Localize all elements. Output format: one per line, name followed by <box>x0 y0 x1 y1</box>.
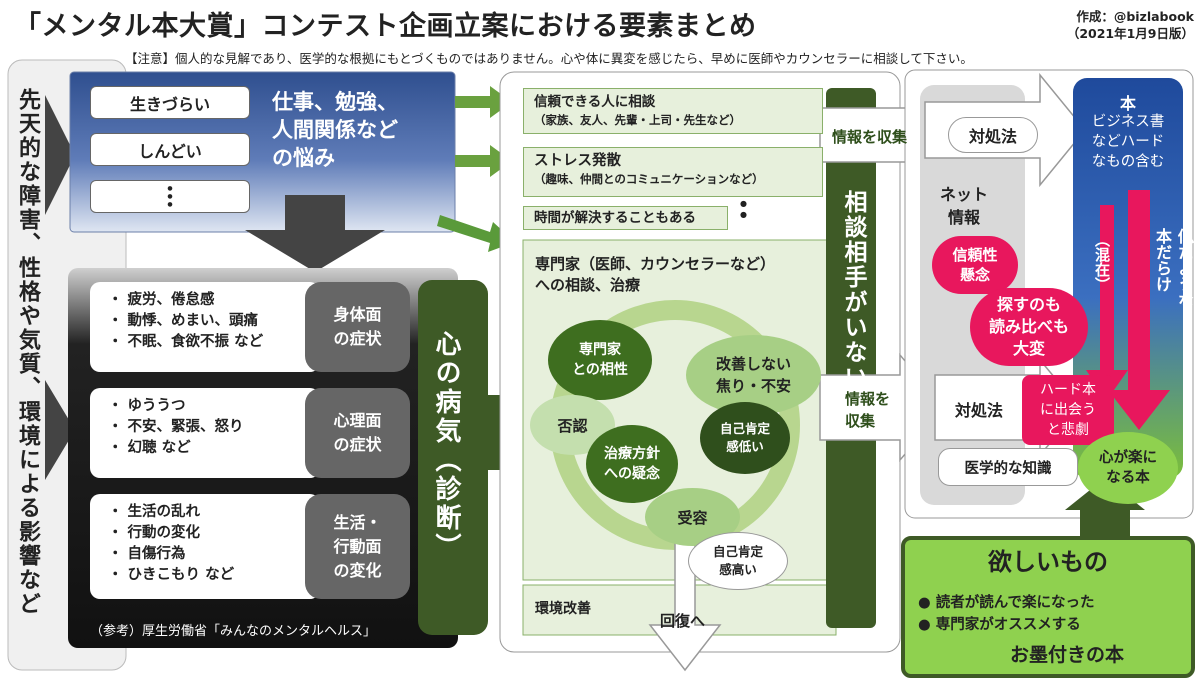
environment-label: 環境改善 <box>535 601 591 617</box>
want-title: 欲しいもの <box>988 548 1108 576</box>
arrow-want <box>1065 478 1145 540</box>
arrow-pink-right <box>1108 190 1170 430</box>
psych-symptoms-label: 心理面 の症状 <box>305 388 410 478</box>
reliability-concern: 信頼性 懸念 <box>932 236 1018 294</box>
psych-symptoms-items: ・ ゆううつ ・ 不安、緊張、怒り ・ 幻聴 など <box>108 398 244 456</box>
hard-book-tragedy: ハード本 に出会う と悲劇 <box>1022 375 1114 445</box>
expert-label: 専門家（医師、カウンセラーなど） への相談、治療 <box>535 255 776 294</box>
physical-symptoms-label: 身体面 の症状 <box>305 282 410 372</box>
author: 作成：@bizlabook <box>1076 9 1194 24</box>
physical-symptoms-list: ・ 疲労、倦怠感 ・ 動悸、めまい、頭痛 ・ 不眠、食欲不振 など <box>90 282 320 372</box>
bullet-icon: ● <box>918 595 931 611</box>
troubles-caption: 仕事、勉強、 人間関係など の悩み <box>272 90 398 170</box>
time-box: 時間が解決することもある <box>523 206 728 230</box>
consult-title: 信頼できる人に相談 <box>534 94 656 110</box>
physical-symptoms-items: ・ 疲労、倦怠感 ・ 動悸、めまい、頭痛 ・ 不眠、食欲不振 など <box>108 292 264 350</box>
arrow-top-left <box>45 95 75 215</box>
psych-symptoms-list: ・ ゆううつ ・ 不安、緊張、怒り ・ 幻聴 など <box>90 388 320 478</box>
arrow-mid-left <box>45 380 75 480</box>
net-info-label: ネット 情報 <box>940 185 989 227</box>
collect-label-1: 情報を収集 <box>832 128 908 146</box>
page-title: 「メンタル本大賞」コンテスト企画立案における要素まとめ <box>14 11 757 42</box>
mixed-label: （混在） <box>1093 232 1111 292</box>
cycle-doubt: 治療方針 への疑念 <box>586 425 678 503</box>
coping-top: 対処法 <box>948 117 1038 153</box>
stress-title: ストレス発散 <box>534 153 621 169</box>
reference-text: （参考）厚生労働省「みんなのメンタルヘルス」 <box>90 624 377 639</box>
coping-label-2: 対処法 <box>955 401 1004 420</box>
search-hard: 探すのも 読み比べも 大変 <box>970 288 1088 366</box>
consult-sub: （家族、友人、先輩・上司・先生など） <box>534 113 741 127</box>
cycle-compat: 専門家 との相性 <box>548 320 652 400</box>
arrow-down-troubles <box>245 195 385 272</box>
trouble-dots: ● ● ● <box>90 180 250 213</box>
trouble-box-1: 生きづらい <box>90 86 250 119</box>
medical-knowledge: 医学的な知識 <box>938 448 1078 486</box>
arrow-to-expert <box>437 215 515 252</box>
middle-dots: ● ● <box>740 199 747 219</box>
factors-text: 先天的な障害、性格や気質、環境による影響など <box>15 88 40 616</box>
want-item-1-text: 読者が読んで楽になった <box>935 595 1095 611</box>
behavior-changes-items: ・ 生活の乱れ ・ 行動の変化 ・ 自傷行為 ・ ひきこもり など <box>108 504 235 583</box>
similar-books: 似たような 本だらけ <box>1153 228 1194 308</box>
collect-label-2: 情報を 収集 <box>845 390 891 430</box>
want-item-2: ● 専門家がオススメする <box>918 614 1095 636</box>
arrow-pink-left <box>1086 205 1128 400</box>
want-stamp: お墨付きの本 <box>1010 644 1125 666</box>
author-block: 作成：@bizlabook （2021年1月9日版） <box>1048 8 1194 42</box>
behavior-changes-list: ・ 生活の乱れ ・ 行動の変化 ・ 自傷行為 ・ ひきこもり など <box>90 494 320 599</box>
consult-box: 信頼できる人に相談 （家族、友人、先輩・上司・先生など） <box>523 88 823 134</box>
books-sub: ビジネス書 などハード なもの含む <box>1091 114 1165 170</box>
arrow-to-consult <box>455 86 512 118</box>
recovery-label: 回復へ <box>660 612 706 630</box>
trouble-box-2: しんどい <box>90 133 250 166</box>
no-one-label: 相談相手がいない <box>840 190 866 390</box>
want-item-2-text: 専門家がオススメする <box>935 617 1081 633</box>
cycle-low-esteem: 自己肯定 感低い <box>700 402 790 474</box>
easy-book: 心が楽に なる本 <box>1078 432 1178 504</box>
date: （2021年1月9日版） <box>1066 26 1194 41</box>
stress-sub: （趣味、仲間とのコミュニケーションなど） <box>534 172 764 186</box>
want-list: ● 読者が読んで楽になった ● 専門家がオススメする <box>918 592 1095 636</box>
bullet-icon: ● <box>918 617 931 633</box>
disclaimer-note: 【注意】個人的な見解であり、医学的な根拠にもとづくものではありません。心や体に異… <box>125 51 973 66</box>
cycle-no-improve: 改善しない 焦り・不安 <box>686 335 821 415</box>
illness-label: 心の病気（診断） <box>431 330 461 562</box>
stress-box: ストレス発散 （趣味、仲間とのコミュニケーションなど） <box>523 147 823 197</box>
want-item-1: ● 読者が読んで楽になった <box>918 592 1095 614</box>
cycle-high-esteem: 自己肯定 感高い <box>688 532 788 590</box>
books-label: 本 <box>1119 94 1136 113</box>
behavior-changes-label: 生活・ 行動面 の変化 <box>305 494 410 599</box>
arrow-to-stress <box>455 145 512 177</box>
